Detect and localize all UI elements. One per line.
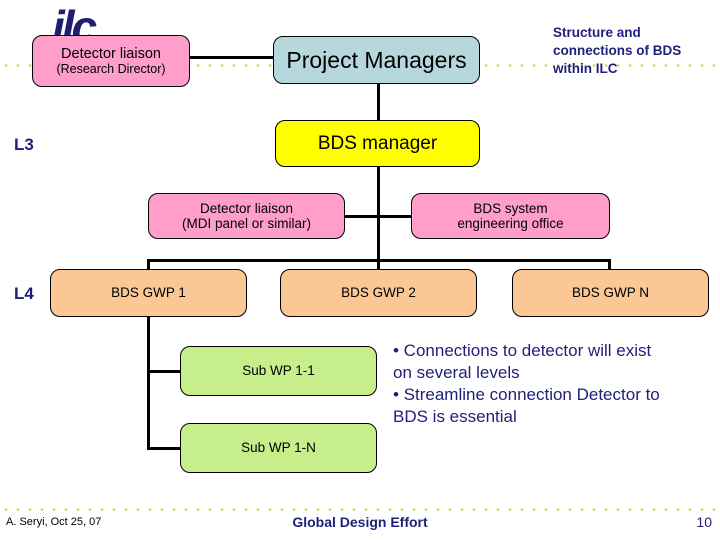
connector-pm-to-bds-manager [377, 83, 380, 122]
slide-title-note: Structure and connections of BDS within … [553, 25, 682, 76]
node-label-line2: (MDI panel or similar) [181, 216, 312, 231]
footer-center-title: Global Design Effort [292, 514, 428, 530]
connector-spine-to-seo [377, 215, 414, 218]
node-bds-system-engineering-office[interactable]: BDS system engineering office [411, 193, 610, 239]
node-label-line2: engineering office [457, 216, 564, 231]
connector-gwp1-spine [147, 315, 150, 450]
bullet-line: • Streamline connection Detector to [393, 385, 660, 405]
node-label-line1: Detector liaison [61, 45, 161, 62]
dotted-rule-bottom [0, 508, 720, 511]
connector-bds-manager-spine [377, 165, 380, 261]
node-bds-gwp-1[interactable]: BDS GWP 1 [50, 269, 247, 317]
node-bds-manager[interactable]: BDS manager [275, 120, 480, 167]
node-label-line2: (Research Director) [56, 62, 166, 77]
node-label-line1: BDS GWP N [571, 285, 649, 301]
bullet-line: BDS is essential [393, 407, 517, 427]
footer-author: A. Seryi, Oct 25, 07 [6, 516, 102, 528]
bullet-list: • Connections to detector will exist on … [393, 340, 715, 428]
node-label-line1: BDS manager [317, 132, 438, 154]
connector-rd-to-pm [188, 56, 276, 59]
node-sub-wp-1-n[interactable]: Sub WP 1-N [180, 423, 377, 473]
node-label-line1: BDS GWP 1 [111, 285, 186, 301]
node-sub-wp-1-1[interactable]: Sub WP 1-1 [180, 346, 377, 396]
node-bds-gwp-2[interactable]: BDS GWP 2 [280, 269, 477, 317]
bullet-line: on several levels [393, 363, 520, 383]
node-detector-liaison-research-director[interactable]: Detector liaison (Research Director) [32, 35, 190, 87]
node-label-line1: BDS system [473, 200, 548, 216]
connector-bus-drop-gwp2 [377, 259, 380, 271]
connector-spine-to-mdi [344, 215, 380, 218]
node-bds-gwp-n[interactable]: BDS GWP N [512, 269, 709, 317]
level-label-l4: L4 [14, 284, 34, 303]
level-label-l3: L3 [14, 135, 34, 154]
node-label-line1: Project Managers [286, 46, 467, 73]
node-label-line1: Sub WP 1-1 [242, 363, 315, 379]
bullet-line: • Connections to detector will exist [393, 341, 652, 360]
node-detector-liaison-mdi-panel[interactable]: Detector liaison (MDI panel or similar) [148, 193, 345, 239]
node-project-managers[interactable]: Project Managers [273, 36, 480, 84]
connector-bus-drop-gwp1 [147, 259, 150, 271]
node-label-line1: Sub WP 1-N [241, 440, 316, 456]
footer-page-number: 10 [696, 514, 712, 530]
connector-bus-drop-gwpn [608, 259, 611, 271]
connector-gwp1-to-subwp-1-1 [147, 370, 183, 373]
node-label-line1: Detector liaison [199, 200, 294, 216]
connector-gwp1-to-subwp-1-n [147, 447, 183, 450]
node-label-line1: BDS GWP 2 [341, 285, 416, 301]
